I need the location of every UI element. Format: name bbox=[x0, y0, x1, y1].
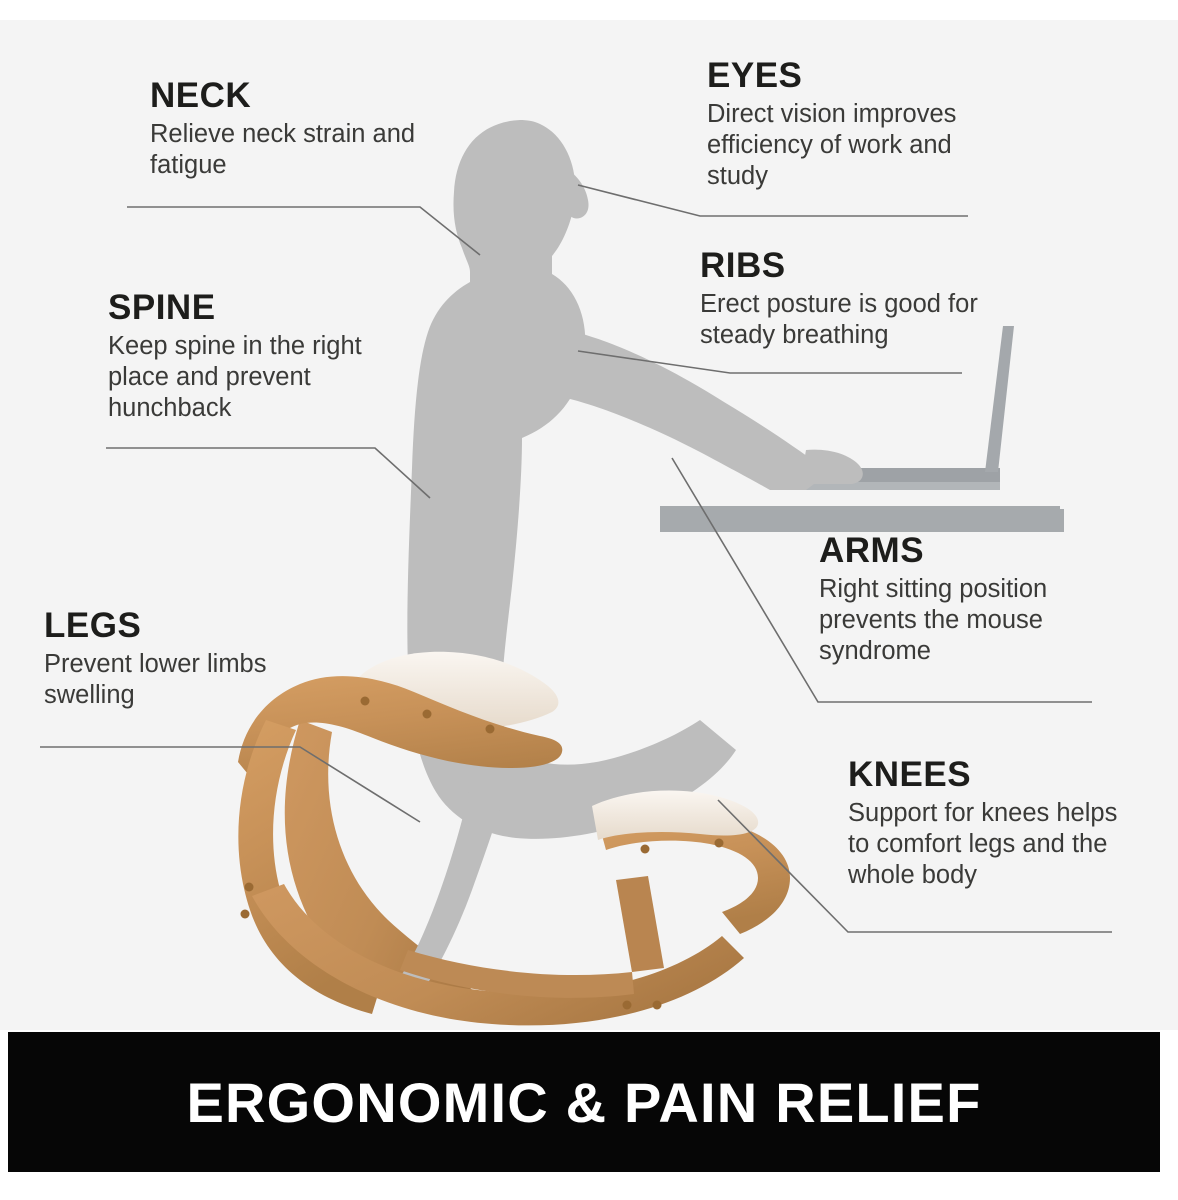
silhouette-shin bbox=[394, 786, 506, 992]
callout-spine-heading: SPINE bbox=[108, 288, 216, 327]
callout-arms-body: Right sitting position prevents the mous… bbox=[819, 575, 1048, 666]
chair-cross-brace bbox=[400, 950, 634, 998]
callout-knees-heading: KNEES bbox=[848, 755, 972, 794]
leader-line-arms bbox=[671, 457, 1092, 703]
callout-eyes-heading: EYES bbox=[707, 56, 803, 95]
callout-spine-body: Keep spine in the right place and preven… bbox=[108, 332, 362, 423]
callout-arms: ARMS Right sitting position prevents the… bbox=[819, 533, 1109, 667]
callout-eyes-body: Direct vision improves efficiency of wor… bbox=[707, 100, 957, 191]
callout-legs: LEGS Prevent lower limbs swelling bbox=[44, 608, 324, 711]
callout-legs-heading: LEGS bbox=[44, 606, 142, 645]
callout-ribs-heading: RIBS bbox=[700, 246, 786, 285]
silhouette-face-profile bbox=[562, 170, 589, 219]
leader-line-ribs bbox=[577, 350, 962, 374]
callout-ribs: RIBS Erect posture is good for steady br… bbox=[700, 248, 980, 351]
silhouette-hand bbox=[800, 449, 863, 484]
chair-screw-dots bbox=[240, 696, 724, 1010]
callout-neck: NECK Relieve neck strain and fatigue bbox=[150, 78, 450, 181]
chair-left-rocker bbox=[238, 720, 380, 1014]
leader-lines bbox=[40, 184, 1112, 933]
callout-neck-body: Relieve neck strain and fatigue bbox=[150, 120, 416, 180]
banner-title: ERGONOMIC & PAIN RELIEF bbox=[186, 1070, 982, 1134]
leader-line-knees bbox=[717, 799, 1112, 933]
desk-surface bbox=[660, 506, 1064, 532]
silhouette-arm bbox=[566, 330, 830, 490]
leader-line-legs bbox=[40, 746, 421, 823]
callout-knees-body: Support for knees helps to comfort legs … bbox=[848, 799, 1118, 890]
callout-knees: KNEES Support for knees helps to comfort… bbox=[848, 757, 1133, 891]
chair-seat-support bbox=[238, 676, 563, 796]
callout-legs-body: Prevent lower limbs swelling bbox=[44, 650, 267, 710]
chair-front-frame bbox=[238, 676, 790, 1026]
knee-cushion bbox=[592, 790, 759, 840]
callout-arms-heading: ARMS bbox=[819, 531, 925, 570]
infographic-canvas: NECK Relieve neck strain and fatigue EYE… bbox=[0, 20, 1178, 1030]
leader-line-neck bbox=[127, 206, 481, 256]
chair-knee-support bbox=[600, 817, 790, 934]
callout-eyes: EYES Direct vision improves efficiency o… bbox=[707, 58, 1007, 192]
callout-neck-heading: NECK bbox=[150, 76, 252, 115]
leader-line-spine bbox=[106, 447, 431, 499]
callout-spine: SPINE Keep spine in the right place and … bbox=[108, 290, 408, 424]
chair-right-strut bbox=[616, 876, 664, 972]
illustration-layer bbox=[40, 120, 1112, 1026]
bottom-banner: ERGONOMIC & PAIN RELIEF bbox=[8, 1032, 1160, 1172]
callout-ribs-body: Erect posture is good for steady breathi… bbox=[700, 290, 978, 350]
laptop-screen bbox=[985, 326, 1014, 472]
leader-line-eyes bbox=[577, 184, 968, 217]
